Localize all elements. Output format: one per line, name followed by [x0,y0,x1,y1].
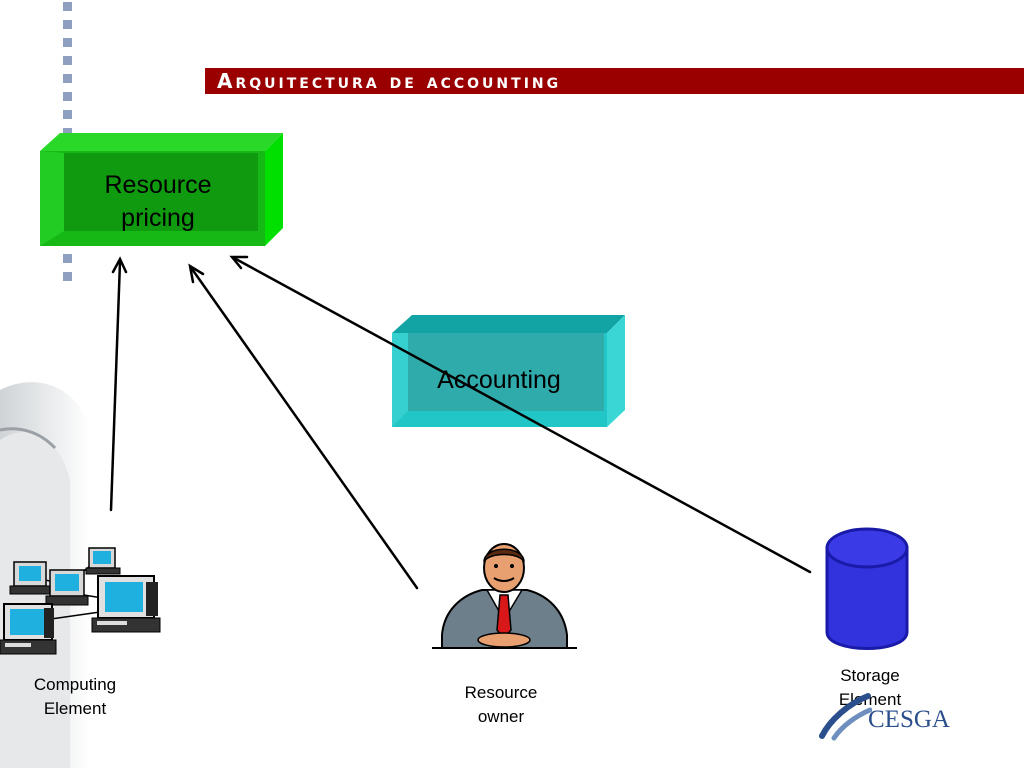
cesga-logo-text: CESGA [868,706,950,733]
arrow-computing-to-pricing [109,260,122,512]
resource-owner-line1: Resource [464,683,538,702]
resource-pricing-box [40,133,283,246]
resource-pricing-line1: Resource [104,171,212,199]
accounting-label: Accounting [437,366,561,394]
resource-pricing-label: Resource pricing [72,169,244,235]
resource-owner-line2: owner [477,707,525,726]
resource-pricing-line2: pricing [121,204,195,232]
cesga-swirl-icon [819,693,872,741]
slide-title: Arquitectura de accounting [217,69,562,93]
computing-element-caption: Computing Element [20,673,130,721]
resource-owner-caption: Resource owner [446,681,556,729]
arrow-owner-to-pricing [190,267,419,590]
storage-cylinder-icon [825,527,909,650]
networked-computers-icon [0,547,161,655]
title-bar: Arquitectura de accounting [205,68,1024,94]
computing-element-line1: Computing [33,675,117,694]
storage-element-line1: Storage [840,666,900,685]
computing-element-line2: Element [43,699,107,718]
businessman-icon [432,543,577,649]
